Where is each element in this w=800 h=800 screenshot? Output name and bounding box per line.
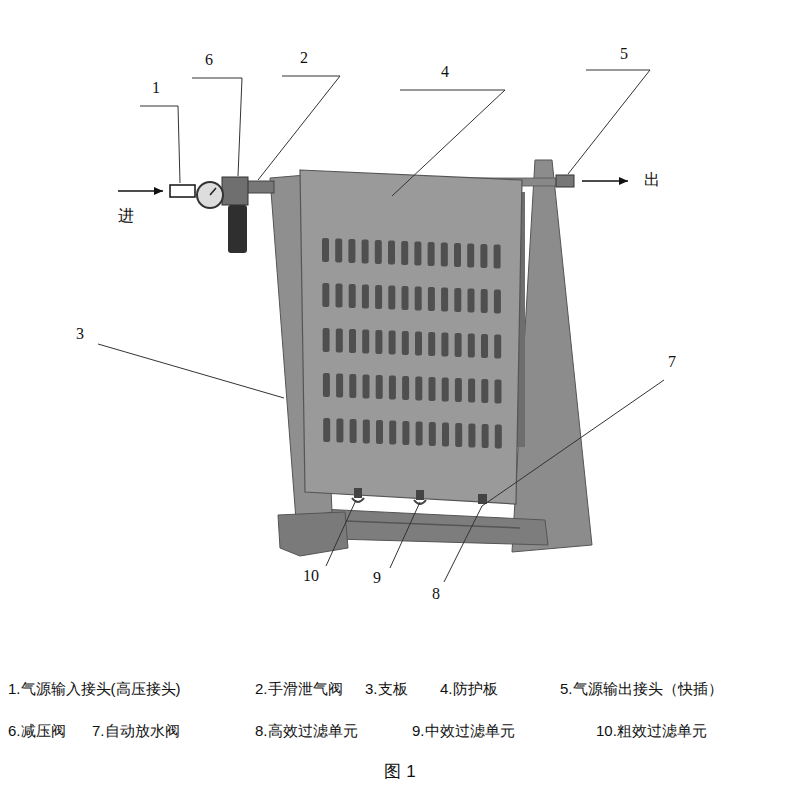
foot (278, 512, 348, 556)
part-list-item: 10.粗效过滤单元 (596, 722, 707, 740)
part-list-item: 2.手滑泄气阀 (255, 680, 343, 698)
figure-caption: 图 1 (384, 762, 415, 782)
part-list-item: 9.中效过滤单元 (412, 722, 515, 740)
callout-number: 9 (373, 568, 381, 587)
callout-number: 6 (205, 50, 213, 69)
callout-number: 8 (432, 584, 440, 603)
output-connector (556, 175, 574, 187)
direction-label: 出 (644, 170, 660, 189)
part-list-item: 7.自动放水阀 (92, 722, 180, 740)
part-list-item: 6.减压阀 (8, 722, 66, 740)
part-list-item: 4.防护板 (440, 680, 498, 698)
flow-arrow (118, 190, 163, 191)
part-list-item: 8.高效过滤单元 (255, 722, 358, 740)
callout-number: 1 (152, 78, 160, 97)
panel-slots (322, 238, 502, 449)
callout-number: 7 (668, 352, 676, 371)
callout-number: 2 (300, 48, 308, 67)
part-list-item: 1.气源输入接头(高压接头) (8, 680, 181, 698)
protective-panel (300, 170, 522, 504)
pipe (246, 181, 274, 193)
callout-number: 4 (441, 62, 449, 81)
part-list-item: 5.气源输出接头（快插） (560, 680, 723, 698)
leader-lines (98, 70, 664, 582)
pressure-regulator (197, 177, 248, 253)
flow-arrow (582, 180, 628, 181)
direction-label: 进 (118, 206, 134, 225)
callout-number: 10 (303, 566, 319, 585)
callout-number: 5 (620, 44, 628, 63)
callout-number: 3 (76, 324, 84, 343)
part-list-item: 3.支板 (365, 680, 408, 698)
input-connector (170, 185, 195, 197)
drain-valves (352, 488, 487, 504)
